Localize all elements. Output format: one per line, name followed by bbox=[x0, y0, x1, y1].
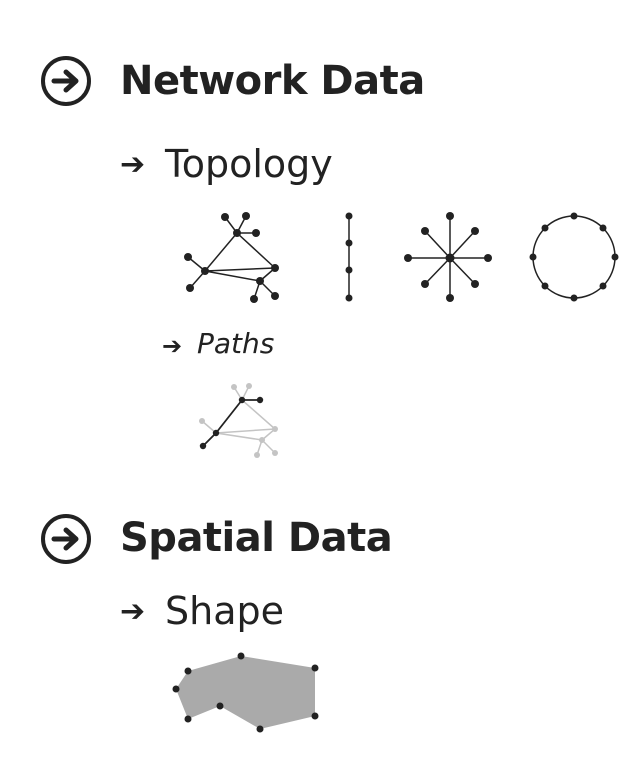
circle-arrow-icon bbox=[41, 514, 91, 564]
paths-graph-diagram bbox=[199, 383, 278, 458]
shape-polygon-diagram bbox=[172, 652, 319, 733]
spatial-data-title: Spatial Data bbox=[120, 515, 393, 561]
topology-label: Topology bbox=[165, 142, 333, 186]
network-data-title: Network Data bbox=[120, 58, 425, 104]
circle-arrow-icon bbox=[41, 56, 91, 106]
line-graph-diagram bbox=[345, 212, 353, 302]
star-graph-diagram bbox=[404, 212, 492, 302]
arrow-icon: ➔ bbox=[120, 594, 146, 629]
ring-graph-diagram bbox=[529, 212, 619, 302]
arrow-icon: ➔ bbox=[162, 332, 183, 360]
network-graph-diagram bbox=[184, 212, 279, 303]
arrow-icon: ➔ bbox=[120, 147, 146, 182]
paths-label: Paths bbox=[197, 327, 275, 360]
shape-label: Shape bbox=[165, 589, 284, 633]
